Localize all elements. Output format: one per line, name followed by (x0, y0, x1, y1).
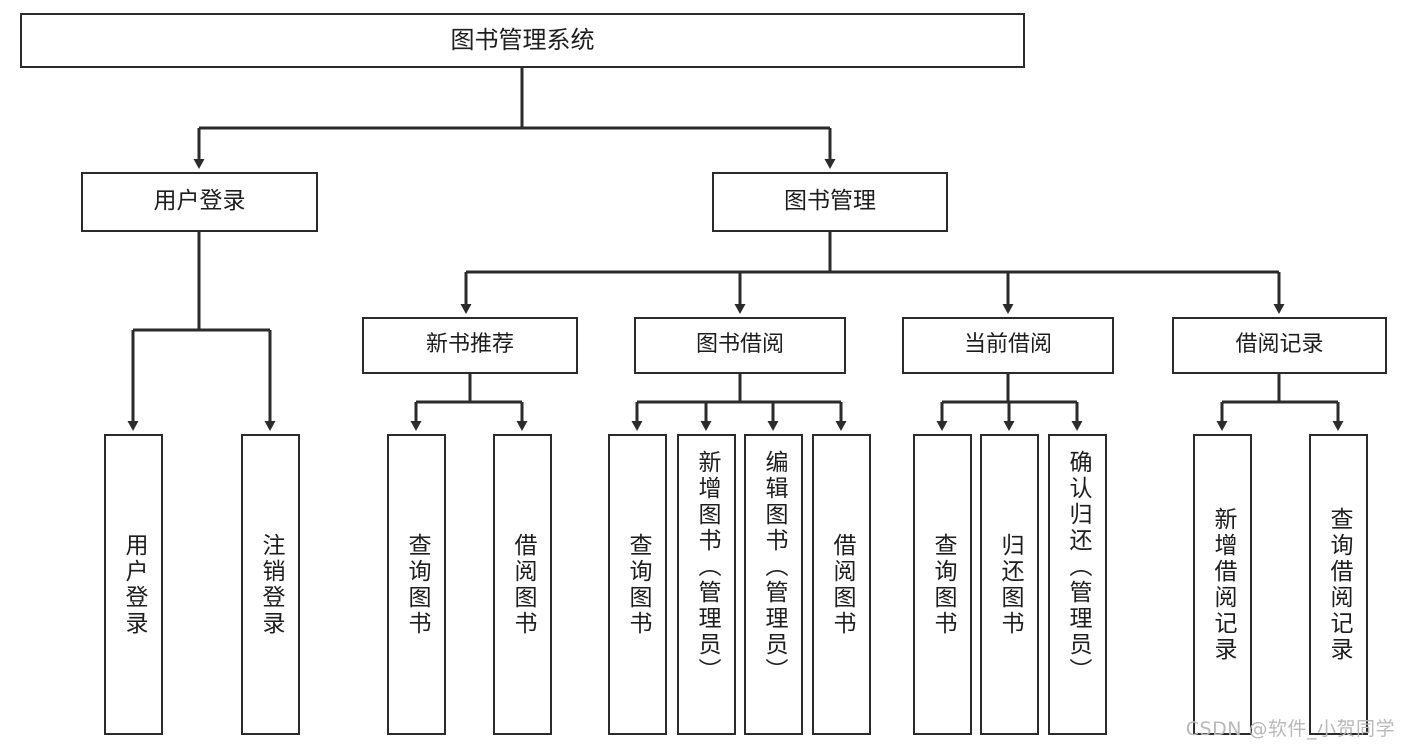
node-leaf-borrow-book-2[interactable]: 借阅图书 (812, 434, 871, 735)
node-leaf-return-book[interactable]: 归还图书 (980, 434, 1039, 735)
node-leaf-query-book-2-label: 查询图书 (625, 532, 651, 637)
node-root-label: 图书管理系统 (450, 26, 595, 55)
node-leaf-edit-book[interactable]: 编辑图书（管理员） (744, 434, 803, 735)
node-new-book-rec[interactable]: 新书推荐 (362, 317, 578, 374)
node-book-manage-label: 图书管理 (784, 188, 876, 215)
node-leaf-add-book[interactable]: 新增图书（管理员） (677, 434, 736, 735)
node-leaf-confirm-return[interactable]: 确认归还（管理员） (1048, 434, 1107, 735)
node-borrow-record-label: 借阅记录 (1235, 332, 1324, 358)
node-current-borrow[interactable]: 当前借阅 (902, 317, 1114, 374)
node-root[interactable]: 图书管理系统 (20, 13, 1025, 68)
node-leaf-confirm-return-label: 确认归还（管理员） (1065, 450, 1091, 684)
node-leaf-borrow-book-1-label: 借阅图书 (510, 532, 536, 637)
node-leaf-user-logout[interactable]: 注销登录 (241, 434, 300, 735)
node-book-borrow[interactable]: 图书借阅 (634, 317, 846, 374)
node-book-borrow-label: 图书借阅 (695, 332, 784, 358)
node-user-login-label: 用户登录 (153, 188, 246, 215)
node-borrow-record[interactable]: 借阅记录 (1172, 317, 1387, 374)
node-leaf-user-logout-label: 注销登录 (258, 532, 284, 637)
node-current-borrow-label: 当前借阅 (963, 332, 1052, 358)
node-leaf-add-book-label: 新增图书（管理员） (694, 450, 720, 684)
node-leaf-query-book-1-label: 查询图书 (404, 532, 430, 637)
node-leaf-query-book-3-label: 查询图书 (930, 532, 956, 637)
node-leaf-query-book-2[interactable]: 查询图书 (608, 434, 667, 735)
node-leaf-query-book-3[interactable]: 查询图书 (913, 434, 972, 735)
node-leaf-query-record-label: 查询借阅记录 (1326, 506, 1352, 663)
node-leaf-return-book-label: 归还图书 (997, 532, 1023, 637)
node-book-manage[interactable]: 图书管理 (712, 172, 948, 232)
node-leaf-user-login[interactable]: 用户登录 (104, 434, 163, 735)
node-leaf-add-record-label: 新增借阅记录 (1210, 506, 1236, 663)
node-leaf-add-record[interactable]: 新增借阅记录 (1193, 434, 1252, 735)
node-leaf-borrow-book-2-label: 借阅图书 (829, 532, 855, 637)
node-leaf-user-login-label: 用户登录 (121, 532, 147, 637)
node-user-login[interactable]: 用户登录 (81, 172, 318, 232)
node-leaf-borrow-book-1[interactable]: 借阅图书 (493, 434, 552, 735)
node-leaf-edit-book-label: 编辑图书（管理员） (761, 450, 787, 684)
node-leaf-query-book-1[interactable]: 查询图书 (387, 434, 446, 735)
csdn-watermark: CSDN @软件_小贺同学 (1185, 718, 1395, 740)
node-new-book-rec-label: 新书推荐 (425, 332, 514, 358)
node-leaf-query-record[interactable]: 查询借阅记录 (1309, 434, 1368, 735)
